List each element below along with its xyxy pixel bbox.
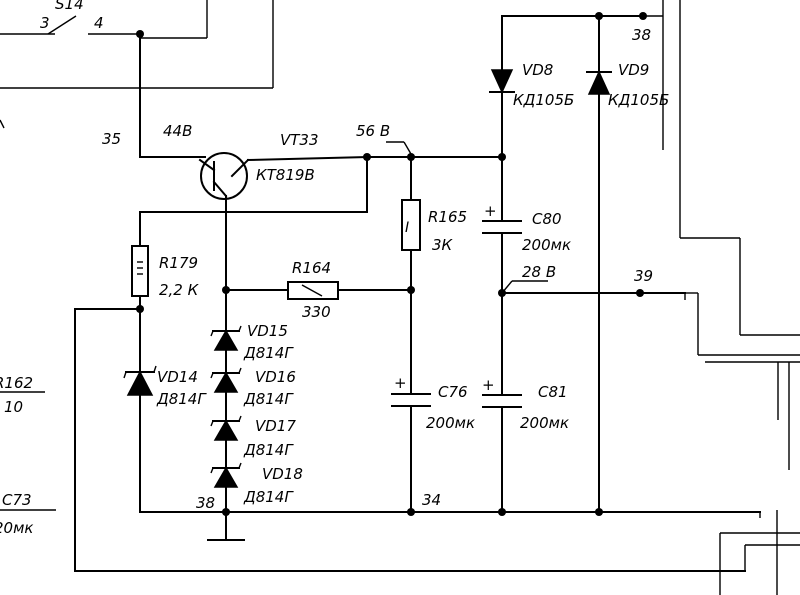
capacitor-c80: + C80 200мк [480, 202, 571, 254]
node-39-label: 39 [634, 267, 653, 285]
vd15-ref-label: VD15 [247, 322, 288, 340]
vd16-type-label: Д814Г [243, 390, 294, 408]
right-cable-lines [662, 0, 800, 470]
resistor-r164: R164 330 [225, 259, 415, 321]
switch-pin-b-label: 4 [94, 14, 104, 32]
node-34-label: 34 [422, 491, 441, 509]
node-38-top-label: 38 [632, 26, 651, 44]
switch-ref-label: S14 [55, 0, 84, 13]
rail-28v: 28 В 39 [498, 263, 686, 297]
r165-marking: I [405, 220, 409, 236]
c80-value-label: 200мк [522, 236, 571, 254]
vd9-ref-label: VD9 [618, 61, 649, 79]
svg-text:+: + [394, 374, 407, 392]
r165-value-label: 3К [432, 236, 454, 254]
c76-value-label: 200мк [426, 414, 475, 432]
vd14-ref-label: VD14 [157, 368, 198, 386]
transistor-ref-label: VT33 [280, 131, 319, 149]
frame-lines-top-left [0, 0, 274, 89]
c81-value-label: 200мк [520, 414, 569, 432]
zener-vd17: VD17 Д814Г [210, 415, 296, 459]
voltage-56-label: 56 В [356, 122, 390, 140]
junction-dot [136, 30, 144, 38]
svg-text:+: + [482, 376, 495, 394]
r165-ref-label: R165 [428, 208, 467, 226]
r179-value-label: 2,2 К [159, 281, 200, 299]
resistor-r165: I R165 3К [401, 156, 467, 513]
c73-value-label: 20мк [0, 519, 33, 537]
r162-value-label: 10 [4, 398, 23, 416]
zener-vd16: VD16 Д814Г [210, 367, 296, 408]
diode-vd9: VD9 КД105Б [586, 15, 669, 513]
rail-56v: 56 В [356, 122, 506, 161]
vd16-ref-label: VD16 [255, 368, 296, 386]
outer-bottom-wire [74, 510, 800, 595]
transistor-vt33: VT33 КТ819В [198, 131, 369, 291]
svg-text:+: + [484, 202, 497, 220]
transistor-type-label: КТ819В [256, 166, 315, 184]
zener-vd14: VD14 Д814Г [123, 365, 207, 513]
capacitor-c76: + C76 200мк [390, 374, 475, 432]
vd17-type-label: Д814Г [243, 441, 294, 459]
c81-ref-label: C81 [538, 383, 568, 401]
vd17-ref-label: VD17 [255, 417, 296, 435]
c80-ref-label: C80 [532, 210, 562, 228]
top-rail: 38 [501, 0, 664, 44]
diode-vd8: VD8 КД105Б [489, 15, 574, 513]
vd9-type-label: КД105Б [608, 91, 669, 109]
left-wiring: 35 44В [102, 30, 206, 158]
vd18-ref-label: VD18 [262, 465, 303, 483]
zener-stack: VD15 Д814Г VD16 Д814Г VD17 Д814Г VD18 Д8… [207, 286, 303, 541]
node-38-bottom-label: 38 [196, 494, 215, 512]
voltage-44-label: 44В [163, 122, 192, 140]
partial-labels-left: R162 10 C73 20мк [0, 119, 56, 537]
capacitor-c81: + C81 200мк [480, 376, 569, 432]
zener-vd15: VD15 Д814Г [210, 322, 294, 362]
r164-ref-label: R164 [292, 259, 331, 277]
c76-ref-label: C76 [438, 383, 468, 401]
c73-ref-label: C73 [2, 491, 32, 509]
base-feedback-wire [139, 153, 371, 213]
voltage-28-label: 28 В [522, 263, 556, 281]
r179-ref-label: R179 [159, 254, 198, 272]
r162-ref-label: R162 [0, 374, 33, 392]
resistor-r179: R179 2,2 К [74, 211, 200, 572]
vd8-type-label: КД105Б [513, 91, 574, 109]
zener-vd18: VD18 Д814Г [210, 462, 303, 506]
node-35-label: 35 [102, 130, 121, 148]
vd18-type-label: Д814Г [243, 488, 294, 506]
switch-pin-a-label: 3 [40, 14, 50, 32]
switch-s14: S14 3 4 [0, 0, 140, 35]
vd8-ref-label: VD8 [522, 61, 553, 79]
vd14-type-label: Д814Г [156, 390, 207, 408]
ground-rail: 38 34 [139, 491, 761, 518]
vd15-type-label: Д814Г [243, 344, 294, 362]
r164-value-label: 330 [302, 303, 331, 321]
